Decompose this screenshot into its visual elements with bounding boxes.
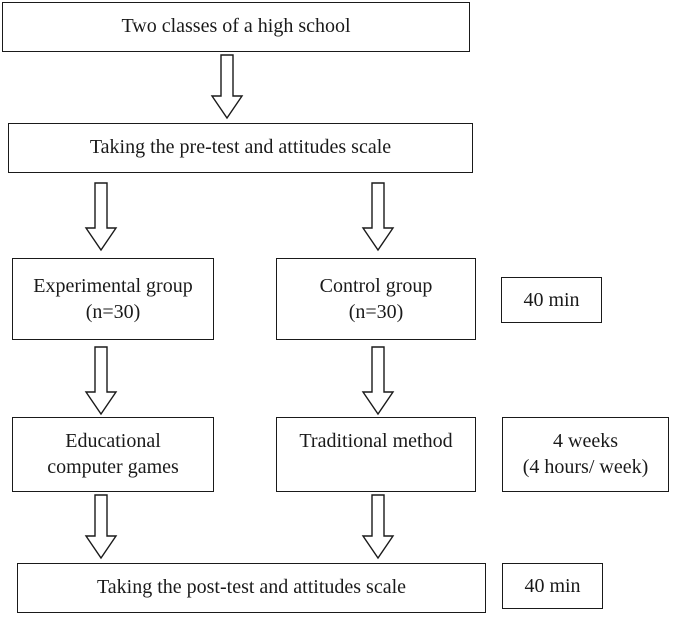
step-two-classes-box: Two classes of a high school	[2, 2, 470, 52]
experimental-group-size: (n=30)	[85, 301, 141, 323]
duration-weeks-label: 4 weeks	[553, 430, 618, 452]
duration-box-intervention: 4 weeks (4 hours/ week)	[502, 417, 669, 492]
down-arrow-icon	[361, 346, 395, 416]
down-arrow-icon	[84, 494, 118, 560]
step-pre-test-label: Taking the pre-test and attitudes scale	[89, 136, 392, 158]
down-arrow-icon	[84, 346, 118, 416]
step-two-classes-label: Two classes of a high school	[121, 15, 351, 37]
control-group-label: Control group	[319, 275, 433, 297]
control-group-size: (n=30)	[348, 301, 404, 323]
duration-box-posttest: 40 min	[502, 563, 603, 609]
control-group-box: Control group (n=30)	[276, 258, 476, 340]
step-post-test-label: Taking the post-test and attitudes scale	[96, 576, 407, 598]
down-arrow-icon	[361, 494, 395, 560]
step-post-test-box: Taking the post-test and attitudes scale	[17, 563, 486, 613]
traditional-method-box: Traditional method	[276, 417, 476, 492]
down-arrow-icon	[361, 182, 395, 252]
duration-label: 40 min	[524, 575, 581, 597]
experimental-group-box: Experimental group (n=30)	[12, 258, 214, 340]
step-pre-test-box: Taking the pre-test and attitudes scale	[8, 123, 473, 173]
down-arrow-icon	[84, 182, 118, 252]
duration-box-pretest: 40 min	[501, 277, 602, 323]
educational-games-box: Educational computer games	[12, 417, 214, 492]
duration-hours-label: (4 hours/ week)	[522, 456, 649, 478]
educational-games-label-line1: Educational	[65, 430, 161, 452]
duration-label: 40 min	[523, 289, 580, 311]
traditional-method-label: Traditional method	[299, 430, 453, 452]
experimental-group-label: Experimental group	[33, 275, 193, 297]
down-arrow-icon	[210, 54, 244, 120]
educational-games-label-line2: computer games	[47, 456, 179, 478]
